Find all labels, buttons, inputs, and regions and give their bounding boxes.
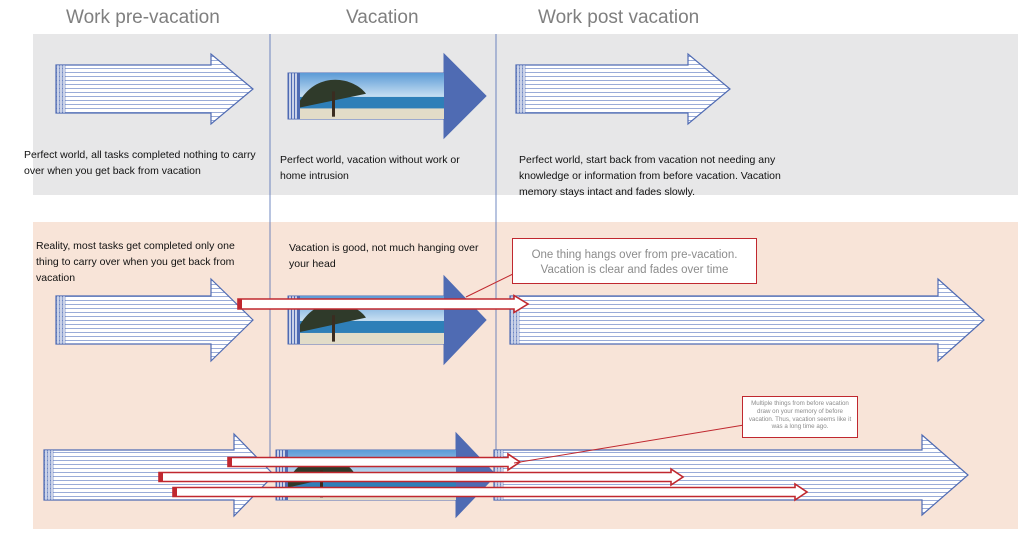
top-vacation-arrow-tail-stripe: [291, 72, 295, 120]
middle-carryover-arrow-tail: [238, 299, 242, 309]
top-post-arrow-tail-stripe: [519, 64, 523, 114]
middle-callout-leader: [465, 271, 518, 298]
middle-pre-arrow-tail-stripe: [59, 295, 63, 345]
top-post-arrow-tail-stripe: [516, 64, 520, 114]
top-vacation-arrow-tail-stripe: [288, 72, 292, 120]
bottom-carryover-arrow-3: [172, 482, 809, 502]
top-vacation-arrow-sea: [300, 96, 444, 109]
middle-post-arrow: [509, 277, 985, 363]
caption-middle-pre: Reality, most tasks get completed only o…: [36, 240, 235, 284]
top-pre-arrow-tail-stripe: [62, 64, 66, 114]
ideal-scenario-band: [33, 34, 1018, 195]
bottom-carryover-arrow-1: [227, 452, 522, 472]
middle-carryover-arrow: [237, 294, 530, 314]
header-post-vacation: Work post vacation: [538, 7, 700, 28]
top-vacation-arrow-sand: [300, 108, 444, 119]
caption-top-vacation: Perfect world, vacation without work or …: [280, 154, 460, 182]
middle-vacation-arrow-tail-stripe: [294, 295, 298, 345]
top-vacation-arrow-tail-stripe: [294, 72, 298, 120]
callout-one-thing: One thing hangs over from pre-vacation. …: [512, 238, 757, 284]
bottom-vacation-arrow-tree-trunk: [320, 470, 323, 498]
middle-vacation-arrow-tree-trunk: [332, 315, 335, 342]
top-post-arrow: [515, 52, 731, 126]
bottom-pre-arrow-tail-stripe: [50, 449, 54, 501]
top-pre-arrow: [55, 52, 254, 126]
bottom-carryover-arrow-2: [158, 467, 685, 487]
middle-pre-arrow-tail-stripe: [56, 295, 60, 345]
bottom-carryover-arrow-3-tail: [173, 487, 177, 497]
middle-pre-arrow: [55, 277, 254, 363]
bottom-pre-arrow-tail-stripe: [47, 449, 51, 501]
middle-pre-arrow-tail-stripe: [62, 295, 66, 345]
middle-vacation-arrow-tail-stripe: [291, 295, 295, 345]
header-vacation: Vacation: [346, 7, 419, 28]
middle-vacation-arrow-sand: [300, 332, 444, 344]
caption-top-pre: Perfect world, all tasks completed nothi…: [24, 149, 256, 177]
callout-multiple-things: Multiple things from before vacation dra…: [742, 396, 858, 438]
caption-top-post: Perfect world, start back from vacation …: [519, 154, 781, 198]
bottom-callout-leader: [513, 424, 745, 464]
bottom-pre-arrow-tail-stripe: [44, 449, 48, 501]
top-pre-arrow-tail-stripe: [59, 64, 63, 114]
top-pre-arrow-tail-stripe: [56, 64, 60, 114]
middle-post-arrow-tail-stripe: [516, 295, 520, 345]
middle-post-arrow-tail-stripe: [510, 295, 514, 345]
bottom-carryover-arrow-1-tail: [228, 457, 232, 467]
top-post-arrow-tail-stripe: [522, 64, 526, 114]
middle-vacation-arrow-tail-stripe: [288, 295, 292, 345]
caption-middle-vacation: Vacation is good, not much hanging over …: [289, 242, 479, 270]
top-vacation-arrow-tree-trunk: [332, 91, 335, 117]
header-pre-vacation: Work pre-vacation: [66, 7, 220, 28]
bottom-carryover-arrow-2-tail: [159, 472, 163, 482]
